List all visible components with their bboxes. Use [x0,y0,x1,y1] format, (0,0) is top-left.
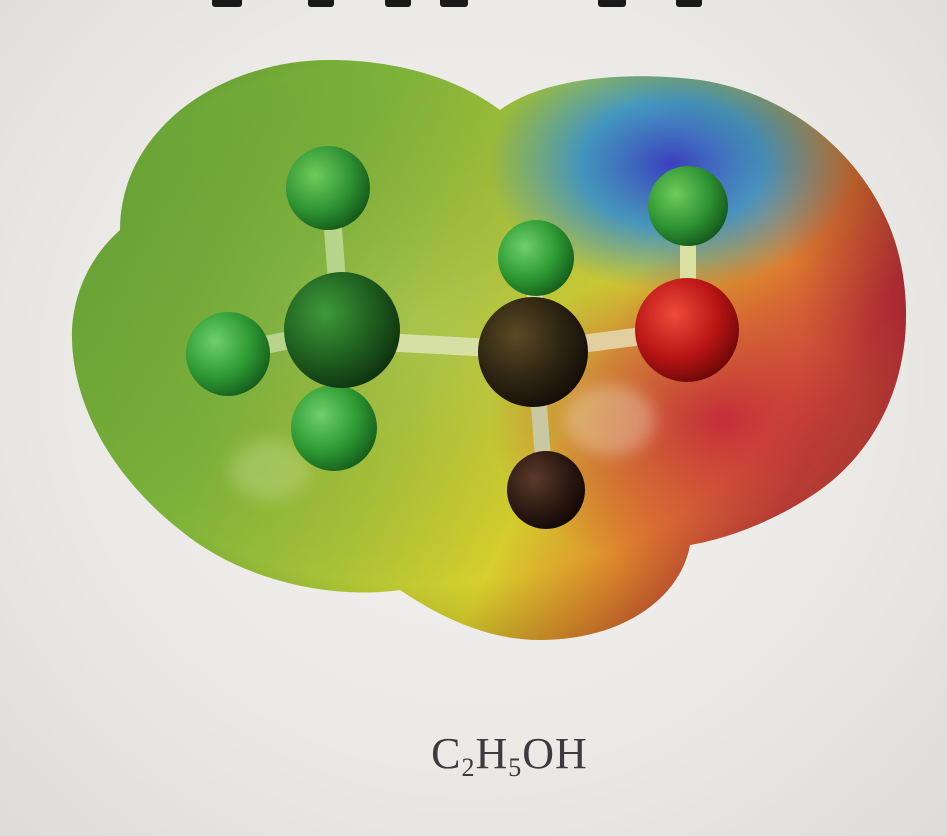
top-edge-marks [0,0,947,12]
electrostatic-potential-map [71,60,907,640]
hydrogen-atom [286,146,370,230]
oxygen-atom [635,278,739,382]
formula-subscript: 2 [461,753,476,782]
formula-subscript: 5 [508,753,523,782]
formula-part: H [475,729,509,778]
carbon-atom [284,272,400,388]
carbon-atom [478,297,588,407]
hydrogen-atom [648,166,728,246]
hydrogen-atom [291,385,377,471]
atoms [186,146,739,529]
formula-part: OH [522,729,588,778]
formula-part: C [431,729,462,778]
hydrogen-atom [498,220,574,296]
molecular-formula-caption: C2H5OH [36,728,947,783]
hydrogen-atom [507,451,585,529]
hydrogen-atom [186,312,270,396]
